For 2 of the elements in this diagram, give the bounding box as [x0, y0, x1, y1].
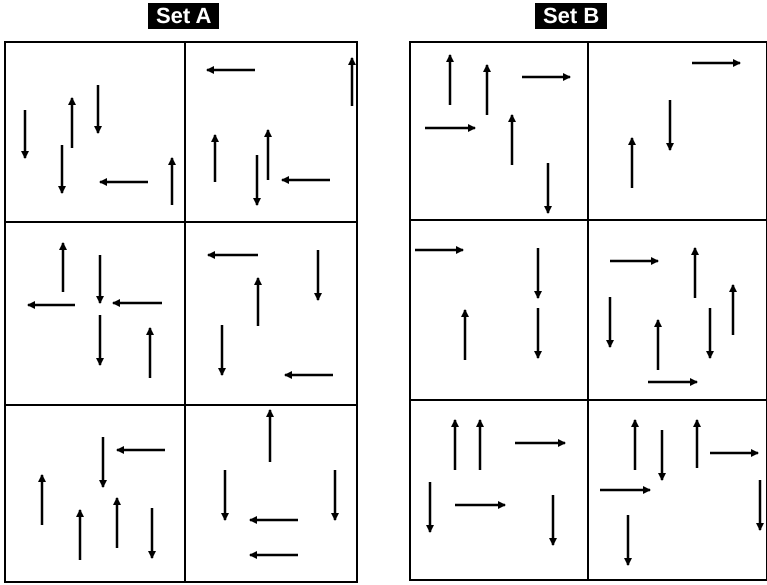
- set-heading: Set A: [148, 3, 220, 29]
- set-heading: Set B: [535, 3, 608, 29]
